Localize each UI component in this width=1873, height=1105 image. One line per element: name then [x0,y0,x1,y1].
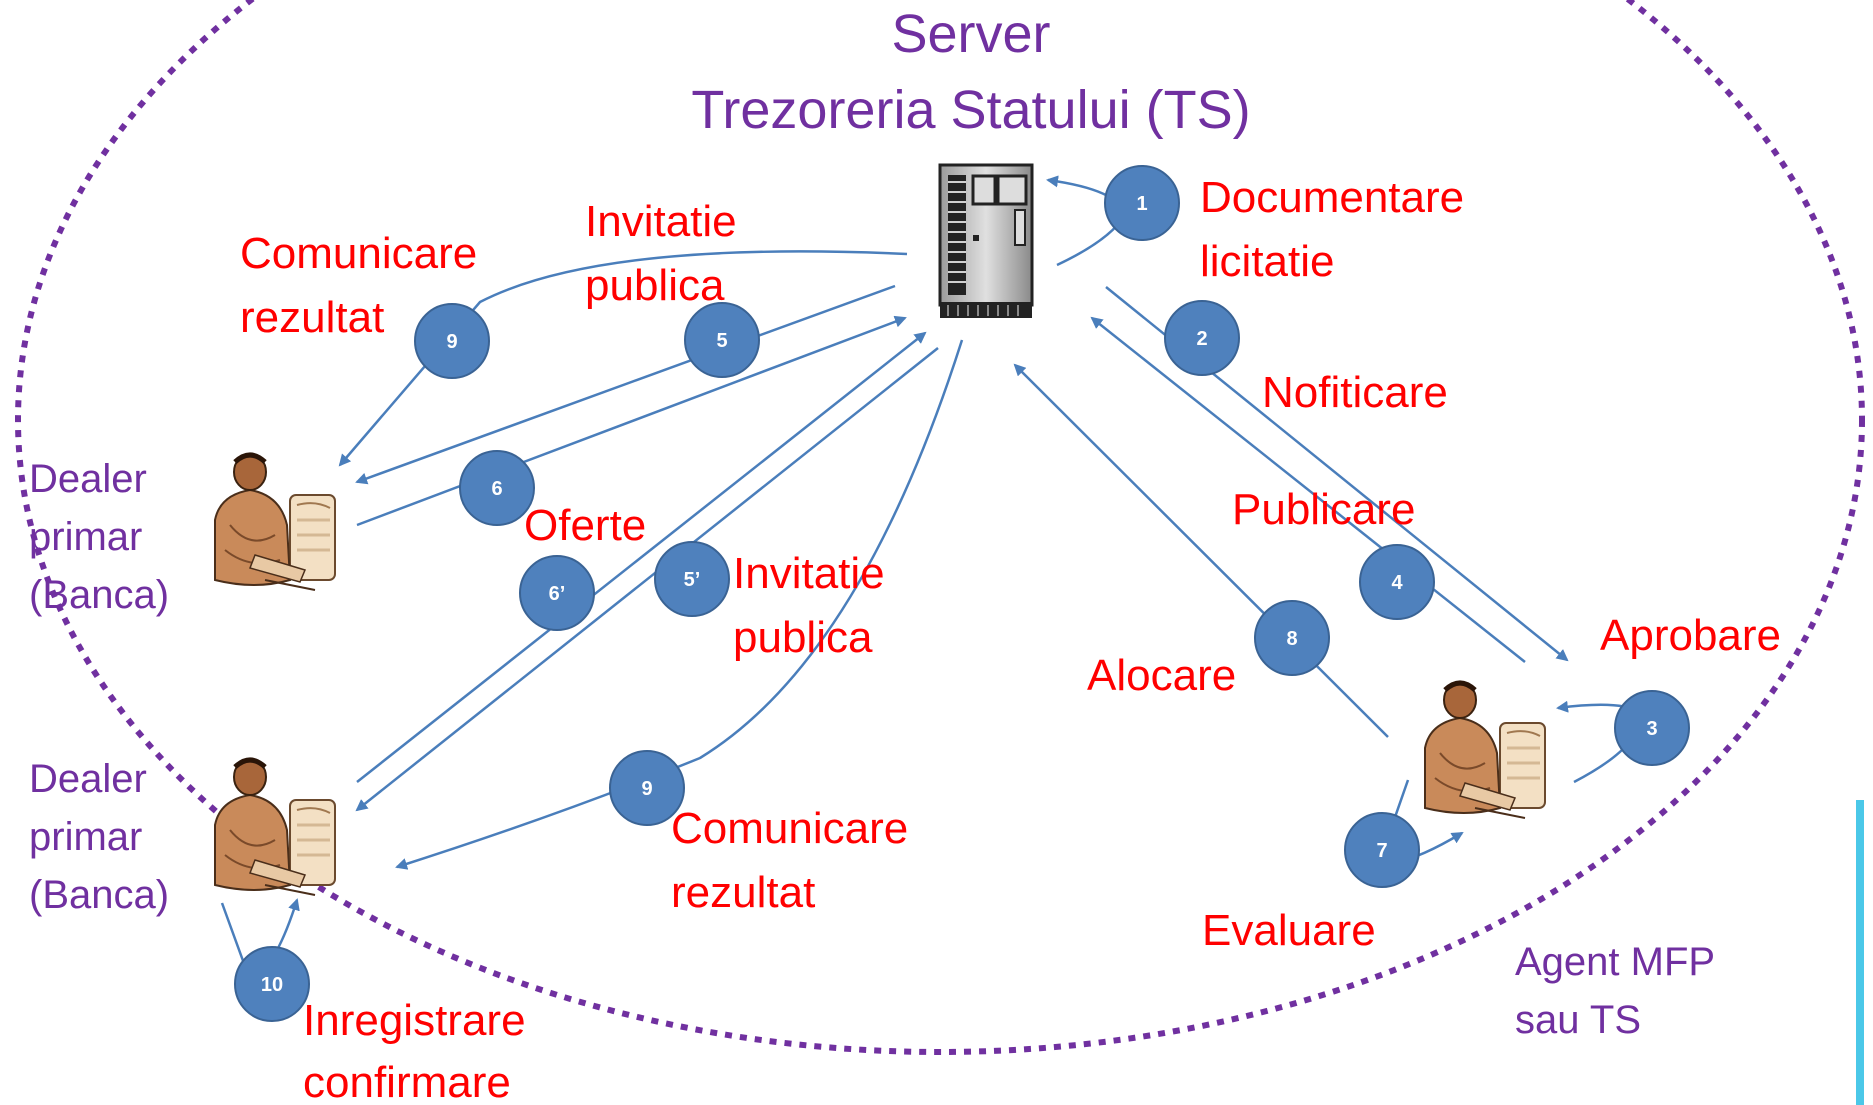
svg-text:1: 1 [1136,193,1147,215]
step-badge-5-prime: 5’ [654,541,730,617]
ts-boundary-ellipse [15,0,1865,1055]
label-comunicare-bottom-line2: rezultat [671,868,815,917]
label-notificare: Nofiticare [1262,368,1448,417]
svg-text:(Banca): (Banca) [29,873,169,917]
svg-text:8: 8 [1286,628,1297,650]
arrow-oferte-bottom [356,331,927,783]
svg-text:5: 5 [716,330,727,352]
step-badge-2: 2 [1164,300,1240,376]
svg-text:7: 7 [1376,840,1387,862]
arrow-oferte-top [356,315,907,527]
step-badge-8: 8 [1254,600,1330,676]
server-title: Server [891,4,1050,64]
svg-text:5’: 5’ [684,569,701,591]
label-invitatie-top-line2: publica [585,261,725,310]
label-publicare: Publicare [1232,485,1415,534]
svg-text:(Banca): (Banca) [29,573,169,617]
label-comunicare-bottom-line1: Comunicare [671,804,908,853]
step-badge-9-bottom: 9 [609,750,685,826]
step-badge-9-top: 9 [414,303,490,379]
svg-text:6’: 6’ [549,583,566,605]
server-icon [938,163,1034,318]
step-badge-1: 1 [1104,165,1180,241]
dealer-top-figure [215,454,335,590]
svg-text:Dealer: Dealer [29,457,147,501]
agent-label: Agent MFP sau TS [1515,940,1715,1042]
svg-text:Agent MFP: Agent MFP [1515,940,1715,984]
label-oferte: Oferte [524,501,646,550]
label-documentare-line2: licitatie [1200,237,1335,286]
arrow-publicare [1090,316,1526,663]
arrow-invitatie-bottom [355,347,939,812]
svg-text:primar: primar [29,515,142,559]
label-comunicare-top-line1: Comunicare [240,229,477,278]
svg-text:9: 9 [641,778,652,800]
arrow-invitatie-top [355,284,896,485]
dealer-bottom-label: Dealer primar (Banca) [29,757,169,917]
svg-text:4: 4 [1391,572,1403,594]
svg-text:9: 9 [446,331,457,353]
dealer-top-label: Dealer primar (Banca) [29,457,169,617]
step-badge-3: 3 [1614,690,1690,766]
svg-text:Dealer: Dealer [29,757,147,801]
side-accent-bar [1856,800,1864,1105]
dealer-bottom-figure [215,759,335,895]
label-inregistrare-line2: confirmare [303,1058,511,1105]
step-badge-6-prime: 6’ [519,555,595,631]
svg-text:6: 6 [491,478,502,500]
label-comunicare-top-line2: rezultat [240,293,384,342]
label-invitatie-top-line1: Invitatie [585,197,737,246]
step-badge-4: 4 [1359,544,1435,620]
step-badges: 1 2 3 4 5 5’ 6 6’ 7 8 9 9 10 [234,165,1690,1022]
arrow-comunicare-top [338,250,908,467]
label-evaluare: Evaluare [1202,906,1376,955]
svg-text:sau TS: sau TS [1515,998,1641,1042]
arrow-alocare [1013,363,1389,738]
label-aprobare: Aprobare [1600,611,1781,660]
step-badge-6: 6 [459,450,535,526]
step-badge-5: 5 [684,302,760,378]
label-invitatie-mid-line1: Invitatie [733,549,885,598]
svg-text:primar: primar [29,815,142,859]
label-invitatie-mid-line2: publica [733,613,873,662]
label-inregistrare-line1: Inregistrare [303,996,526,1045]
step-badge-10: 10 [234,946,310,1022]
svg-text:2: 2 [1196,328,1207,350]
label-documentare-line1: Documentare [1200,173,1464,222]
svg-text:3: 3 [1646,718,1657,740]
step-badge-7: 7 [1344,812,1420,888]
label-alocare: Alocare [1087,651,1236,700]
svg-text:10: 10 [261,974,283,996]
arrow-comunicare-bottom [395,339,964,870]
server-subtitle: Trezoreria Statului (TS) [691,80,1250,140]
agent-figure [1425,682,1545,818]
